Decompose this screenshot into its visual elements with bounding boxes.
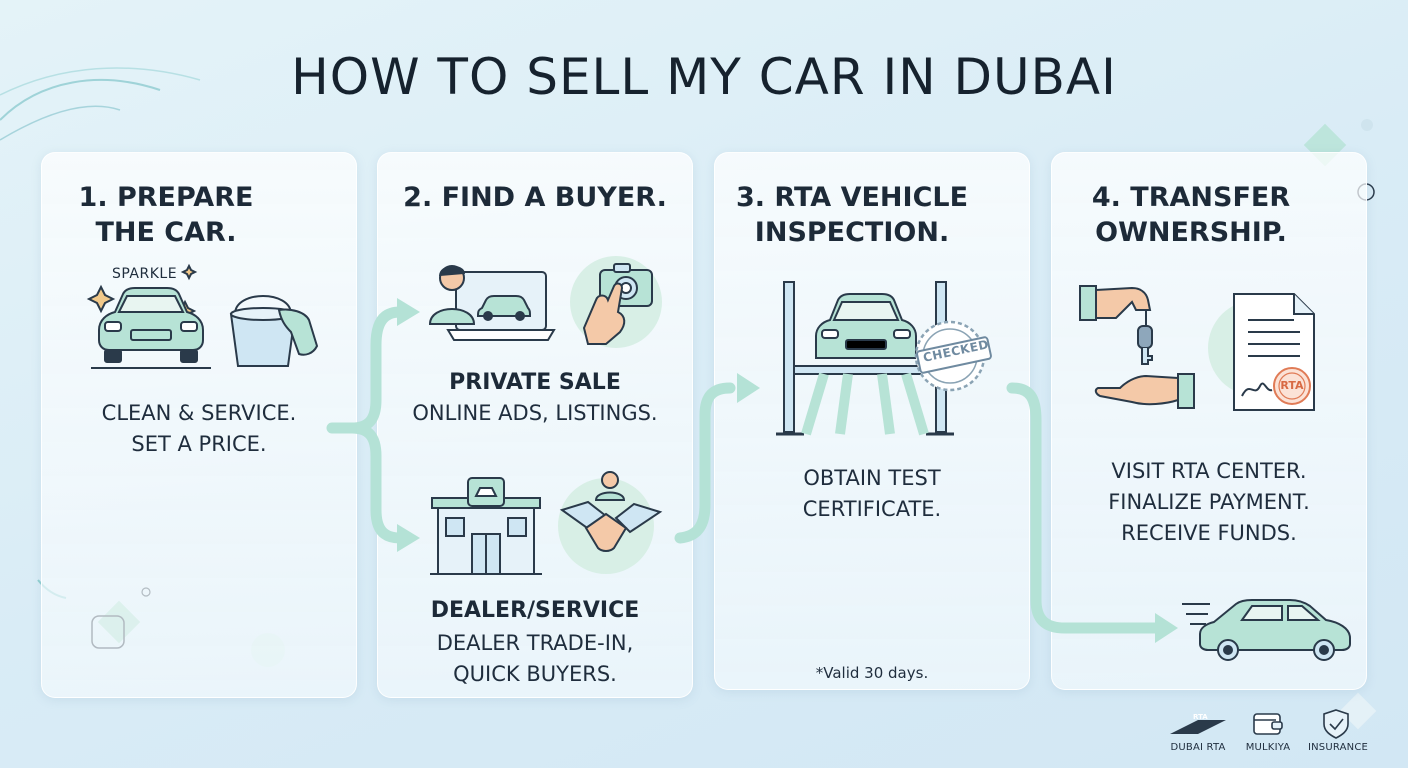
key-handover-icons: [1079, 285, 1315, 411]
step-card-inspection: [714, 152, 1030, 690]
body-line: CLEAN & SERVICE.: [101, 401, 297, 425]
step-title-2: 2. FIND A BUYER.: [377, 180, 693, 215]
body-line: FINALIZE PAYMENT.: [1108, 490, 1310, 514]
option-body-private: ONLINE ADS, LISTINGS.: [377, 398, 693, 429]
arrow-head: [737, 373, 760, 403]
title-line: 2. FIND A BUYER.: [403, 182, 667, 213]
flow-arrow-to-sale: [1006, 382, 1166, 634]
hand-icon: [582, 282, 626, 345]
body-line: OBTAIN TEST: [803, 466, 941, 490]
footer-icons: [1170, 709, 1349, 739]
diamond-decor: [1339, 692, 1377, 730]
step-card-transfer: [1051, 152, 1367, 690]
body-line: RECEIVE FUNDS.: [1121, 521, 1297, 545]
sold-car-icon: [1182, 599, 1351, 661]
wave-line: [0, 79, 161, 121]
flow-arrow-to-inspection: [674, 382, 736, 544]
body-line: DEALER TRADE-IN,: [436, 631, 634, 655]
rta-logo-badge: RTA: [1193, 713, 1208, 721]
body-line: QUICK BUYERS.: [453, 662, 617, 686]
handshake-icon: [559, 471, 663, 552]
option-heading-dealer: DEALER/SERVICE: [430, 598, 640, 623]
footer-label-insurance: INSURANCE: [1307, 742, 1369, 753]
footer-label-dubai-rta: DUBAI RTA: [1170, 742, 1226, 753]
step-title-1: 1. PREPARE THE CAR.: [41, 180, 291, 250]
step-body-4: VISIT RTA CENTER. FINALIZE PAYMENT. RECE…: [1051, 456, 1367, 549]
body-line: VISIT RTA CENTER.: [1111, 459, 1307, 483]
step-title-4: 4. TRANSFER OWNERSHIP.: [1051, 180, 1331, 250]
validity-note: *Valid 30 days.: [815, 664, 929, 682]
key-handover-icon: [1079, 285, 1195, 409]
body-line: ONLINE ADS, LISTINGS.: [412, 401, 658, 425]
dealer-icons: [430, 471, 663, 575]
clean-car-icon: [86, 263, 319, 369]
page-title: HOW TO SELL MY CAR IN DUBAI: [291, 48, 1117, 106]
wave-line: [0, 105, 121, 141]
sparkle-icon: [180, 263, 198, 281]
wave-line: [0, 67, 201, 96]
step-body-3: OBTAIN TEST CERTIFICATE.: [714, 463, 1030, 525]
vehicle-lift-icon: [776, 281, 992, 436]
title-line: 4. TRANSFER: [1091, 182, 1291, 213]
sparkle-label: SPARKLE: [112, 266, 178, 282]
cloth-icon: [277, 308, 319, 356]
bucket-icon: [229, 295, 319, 367]
arrow-head: [397, 298, 420, 326]
document-icon: [1233, 293, 1315, 411]
dealership-building-icon: [430, 477, 542, 575]
title-line: THE CAR.: [95, 217, 237, 248]
rta-logo-icon: [1170, 720, 1226, 734]
title-line: 3. RTA VEHICLE: [735, 182, 969, 213]
body-line: SET A PRICE.: [131, 432, 267, 456]
step-card-find-buyer: [377, 152, 693, 698]
option-body-dealer: DEALER TRADE-IN, QUICK BUYERS.: [377, 628, 693, 690]
private-sale-icons: [428, 256, 662, 348]
footer-label-mulkiya: MULKIYA: [1245, 742, 1291, 753]
checked-stamp-icon: [914, 320, 992, 392]
rta-seal-label: RTA: [1280, 379, 1304, 392]
title-line: 1. PREPARE: [78, 182, 254, 213]
dot-decor: [1361, 119, 1373, 131]
person-icon: [428, 265, 476, 325]
arrow-head: [397, 524, 420, 552]
shield-check-icon: [1323, 709, 1349, 739]
body-line: CERTIFICATE.: [802, 497, 942, 521]
arrow-head: [1155, 613, 1178, 643]
title-line: OWNERSHIP.: [1095, 217, 1287, 248]
step-title-3: 3. RTA VEHICLE INSPECTION.: [714, 180, 990, 250]
step-body-1: CLEAN & SERVICE. SET A PRICE.: [41, 398, 357, 460]
sparkle-icon: [86, 284, 116, 314]
wallet-icon: [1253, 713, 1283, 735]
laptop-icon: [446, 271, 556, 341]
flow-arrow-to-dealer: [346, 422, 406, 544]
title-line: INSPECTION.: [754, 217, 950, 248]
option-heading-private: PRIVATE SALE: [449, 370, 621, 395]
